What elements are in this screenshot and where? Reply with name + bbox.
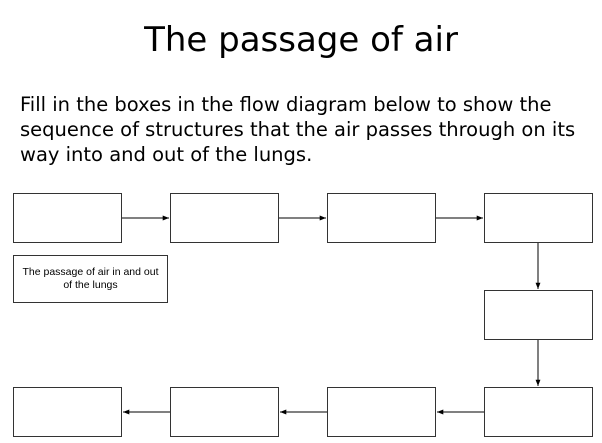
flow-box-1[interactable] [13,193,122,243]
flow-box-6[interactable] [484,387,593,437]
flow-box-7[interactable] [327,387,436,437]
flow-box-3[interactable] [327,193,436,243]
slide-title: The passage of air [144,20,458,60]
flow-box-8[interactable] [170,387,279,437]
diagram-caption: The passage of air in and out of the lun… [13,255,168,303]
flow-box-2[interactable] [170,193,279,243]
flow-box-9[interactable] [13,387,122,437]
instructions-text: Fill in the boxes in the flow diagram be… [20,93,576,166]
flow-box-5[interactable] [484,290,593,340]
flow-box-4[interactable] [484,193,593,243]
